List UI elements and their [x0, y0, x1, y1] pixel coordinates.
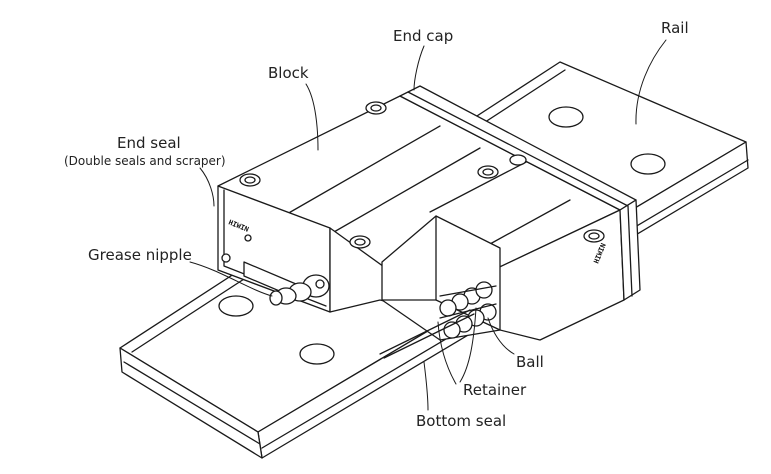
block-screw	[583, 229, 605, 243]
label-block: Block	[268, 64, 309, 82]
end-seal-hole	[221, 253, 231, 263]
bottom-seal	[379, 309, 471, 355]
grease-nipple	[269, 274, 330, 306]
label-ball: Ball	[516, 353, 544, 371]
rail-hole	[548, 106, 584, 128]
block-screw	[477, 165, 499, 179]
leader-block	[305, 83, 319, 151]
label-end-cap: End cap	[393, 27, 453, 45]
retainer	[439, 285, 497, 297]
rail-hole	[630, 153, 666, 175]
leader-retainer-1	[437, 321, 457, 385]
leader-end-seal	[199, 167, 215, 207]
label-rail: Rail	[661, 19, 689, 37]
block-screw	[365, 101, 387, 115]
label-grease-nipple: Grease nipple	[88, 246, 192, 264]
block-screw	[349, 235, 371, 249]
label-retainer: Retainer	[463, 381, 527, 399]
block	[217, 95, 625, 341]
block-screw	[239, 173, 261, 187]
label-end-seal-note: (Double seals and scraper)	[64, 154, 226, 168]
leader-bottom-seal	[423, 361, 429, 411]
leader-retainer-2	[459, 307, 477, 383]
end-cap	[399, 85, 641, 301]
leader-grease-nipple	[189, 261, 273, 297]
label-bottom-seal: Bottom seal	[416, 412, 506, 430]
leader-end-cap	[413, 45, 425, 91]
label-end-seal: End seal	[117, 134, 181, 152]
leader-rail	[635, 39, 667, 125]
leader-lines	[189, 39, 667, 411]
leader-ball	[487, 317, 515, 355]
rail-hole	[218, 295, 254, 317]
labels: Rail End cap Block End seal (Double seal…	[64, 19, 689, 430]
rail-hole	[299, 343, 335, 365]
